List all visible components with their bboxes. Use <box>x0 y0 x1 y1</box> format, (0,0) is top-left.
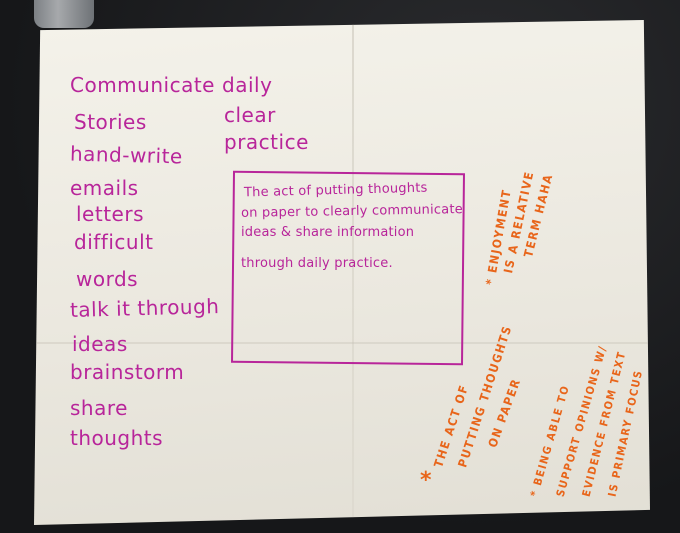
word-letters: letters <box>76 202 144 226</box>
paper-fold-vertical <box>352 20 354 525</box>
word-communicate: Communicate <box>70 73 215 97</box>
word-talk-it-through: talk it through <box>69 294 220 322</box>
chart-paper: Communicate Stories hand-write emails le… <box>34 20 650 525</box>
definition-line-4: through daily practice. <box>241 256 393 271</box>
definition-line-3: ideas & share information <box>241 225 415 240</box>
word-ideas: ideas <box>72 332 128 356</box>
word-practice: practice <box>224 130 309 154</box>
word-thoughts: thoughts <box>70 426 164 450</box>
word-share: share <box>70 396 128 420</box>
paper-fold-horizontal <box>34 342 650 344</box>
word-daily: daily <box>222 73 273 97</box>
word-brainstorm: brainstorm <box>70 360 185 384</box>
word-words: words <box>76 267 139 291</box>
word-clear: clear <box>224 103 276 127</box>
word-emails: emails <box>70 176 139 200</box>
word-stories: Stories <box>74 110 147 134</box>
word-difficult: difficult <box>74 230 154 254</box>
note-act-asterisk: * <box>420 468 432 493</box>
tape-roll <box>34 0 94 28</box>
word-hand-write: hand-write <box>69 141 184 169</box>
